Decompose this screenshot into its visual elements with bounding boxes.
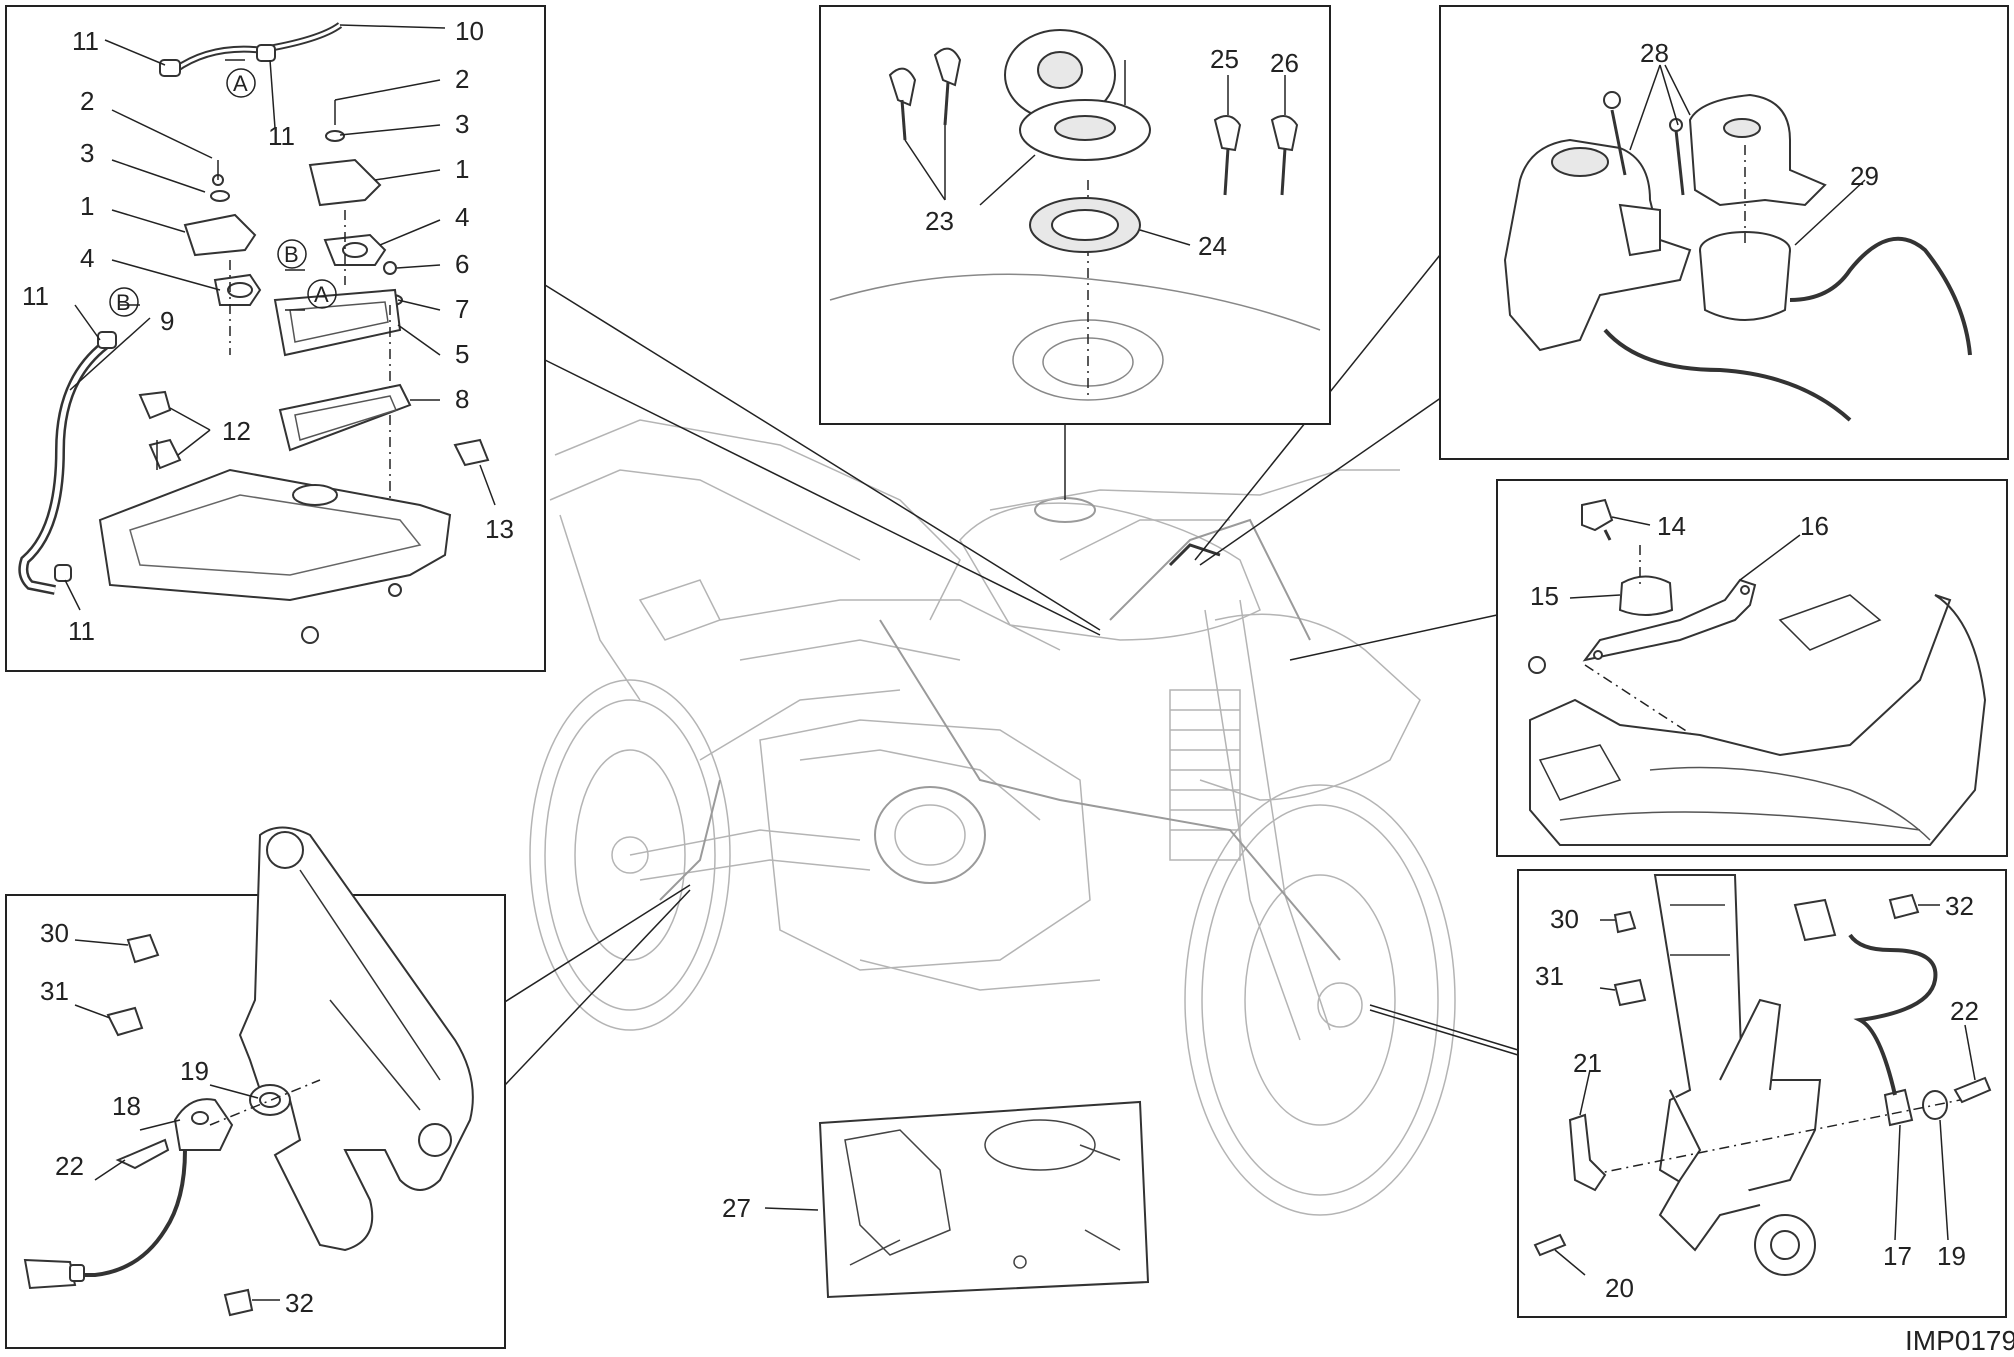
motorcycle-illustration <box>529 419 1456 1216</box>
callout-32: 32 <box>285 1288 314 1318</box>
callout-19: 19 <box>180 1056 209 1086</box>
callout-1: 1 <box>455 154 469 184</box>
callout-21: 21 <box>1573 1048 1602 1078</box>
panel-bottom-left: 30 31 19 18 22 32 <box>5 826 506 1349</box>
callout-1: 1 <box>80 191 94 221</box>
panel-bottom-right: 30 31 21 20 17 19 22 32 <box>1517 869 2007 1318</box>
callout-15: 15 <box>1530 581 1559 611</box>
circle-label-a: A <box>314 282 329 307</box>
circle-label-a: A <box>233 71 248 96</box>
callout-30: 30 <box>1550 904 1579 934</box>
callout-31: 31 <box>40 976 69 1006</box>
callout-4: 4 <box>80 243 94 273</box>
callout-29: 29 <box>1850 161 1879 191</box>
callout-26: 26 <box>1270 48 1299 78</box>
callout-2: 2 <box>80 86 94 116</box>
callout-18: 18 <box>112 1091 141 1121</box>
callout-30: 30 <box>40 918 69 948</box>
callout-3: 3 <box>80 138 94 168</box>
callout-28: 28 <box>1640 38 1669 68</box>
callout-25: 25 <box>1210 44 1239 74</box>
callout-8: 8 <box>455 384 469 414</box>
callout-19: 19 <box>1937 1241 1966 1271</box>
callout-5: 5 <box>455 339 469 369</box>
callout-11: 11 <box>68 616 95 646</box>
callout-6: 6 <box>455 249 469 279</box>
callout-16: 16 <box>1800 511 1829 541</box>
callout-22: 22 <box>1950 996 1979 1026</box>
callout-11: 11 <box>22 281 49 311</box>
callout-4: 4 <box>455 202 469 232</box>
callout-14: 14 <box>1657 511 1686 541</box>
panel-top-center: 23 24 25 26 <box>819 5 1331 425</box>
circle-label-b: B <box>116 290 131 315</box>
panel-top-left: 11 10 2 3 1 4 11 9 11 2 3 1 4 6 7 5 8 12… <box>5 5 546 672</box>
figure-code: IMP01797 <box>1905 1325 2014 1356</box>
panel-leaders <box>499 254 1519 1086</box>
circle-label-b: B <box>284 242 299 267</box>
callout-20: 20 <box>1605 1273 1634 1303</box>
panel-middle-right: 14 15 16 <box>1496 479 2008 857</box>
callout-7: 7 <box>455 294 469 324</box>
callout-9: 9 <box>160 306 174 336</box>
callout-24: 24 <box>1198 231 1227 261</box>
callout-2: 2 <box>455 64 469 94</box>
callout-23: 23 <box>925 206 954 236</box>
callout-3: 3 <box>455 109 469 139</box>
callout-27: 27 <box>722 1193 751 1223</box>
callout-13: 13 <box>485 514 514 544</box>
callout-11: 11 <box>72 26 99 56</box>
callout-10: 10 <box>455 16 484 46</box>
callout-11: 11 <box>268 121 295 151</box>
panel-top-right: 28 29 <box>1439 5 2009 460</box>
callout-32: 32 <box>1945 891 1974 921</box>
callout-22: 22 <box>55 1151 84 1181</box>
panel-bottom-center: 27 <box>722 1100 1150 1299</box>
callout-12: 12 <box>222 416 251 446</box>
callout-17: 17 <box>1883 1241 1912 1271</box>
callout-31: 31 <box>1535 961 1564 991</box>
